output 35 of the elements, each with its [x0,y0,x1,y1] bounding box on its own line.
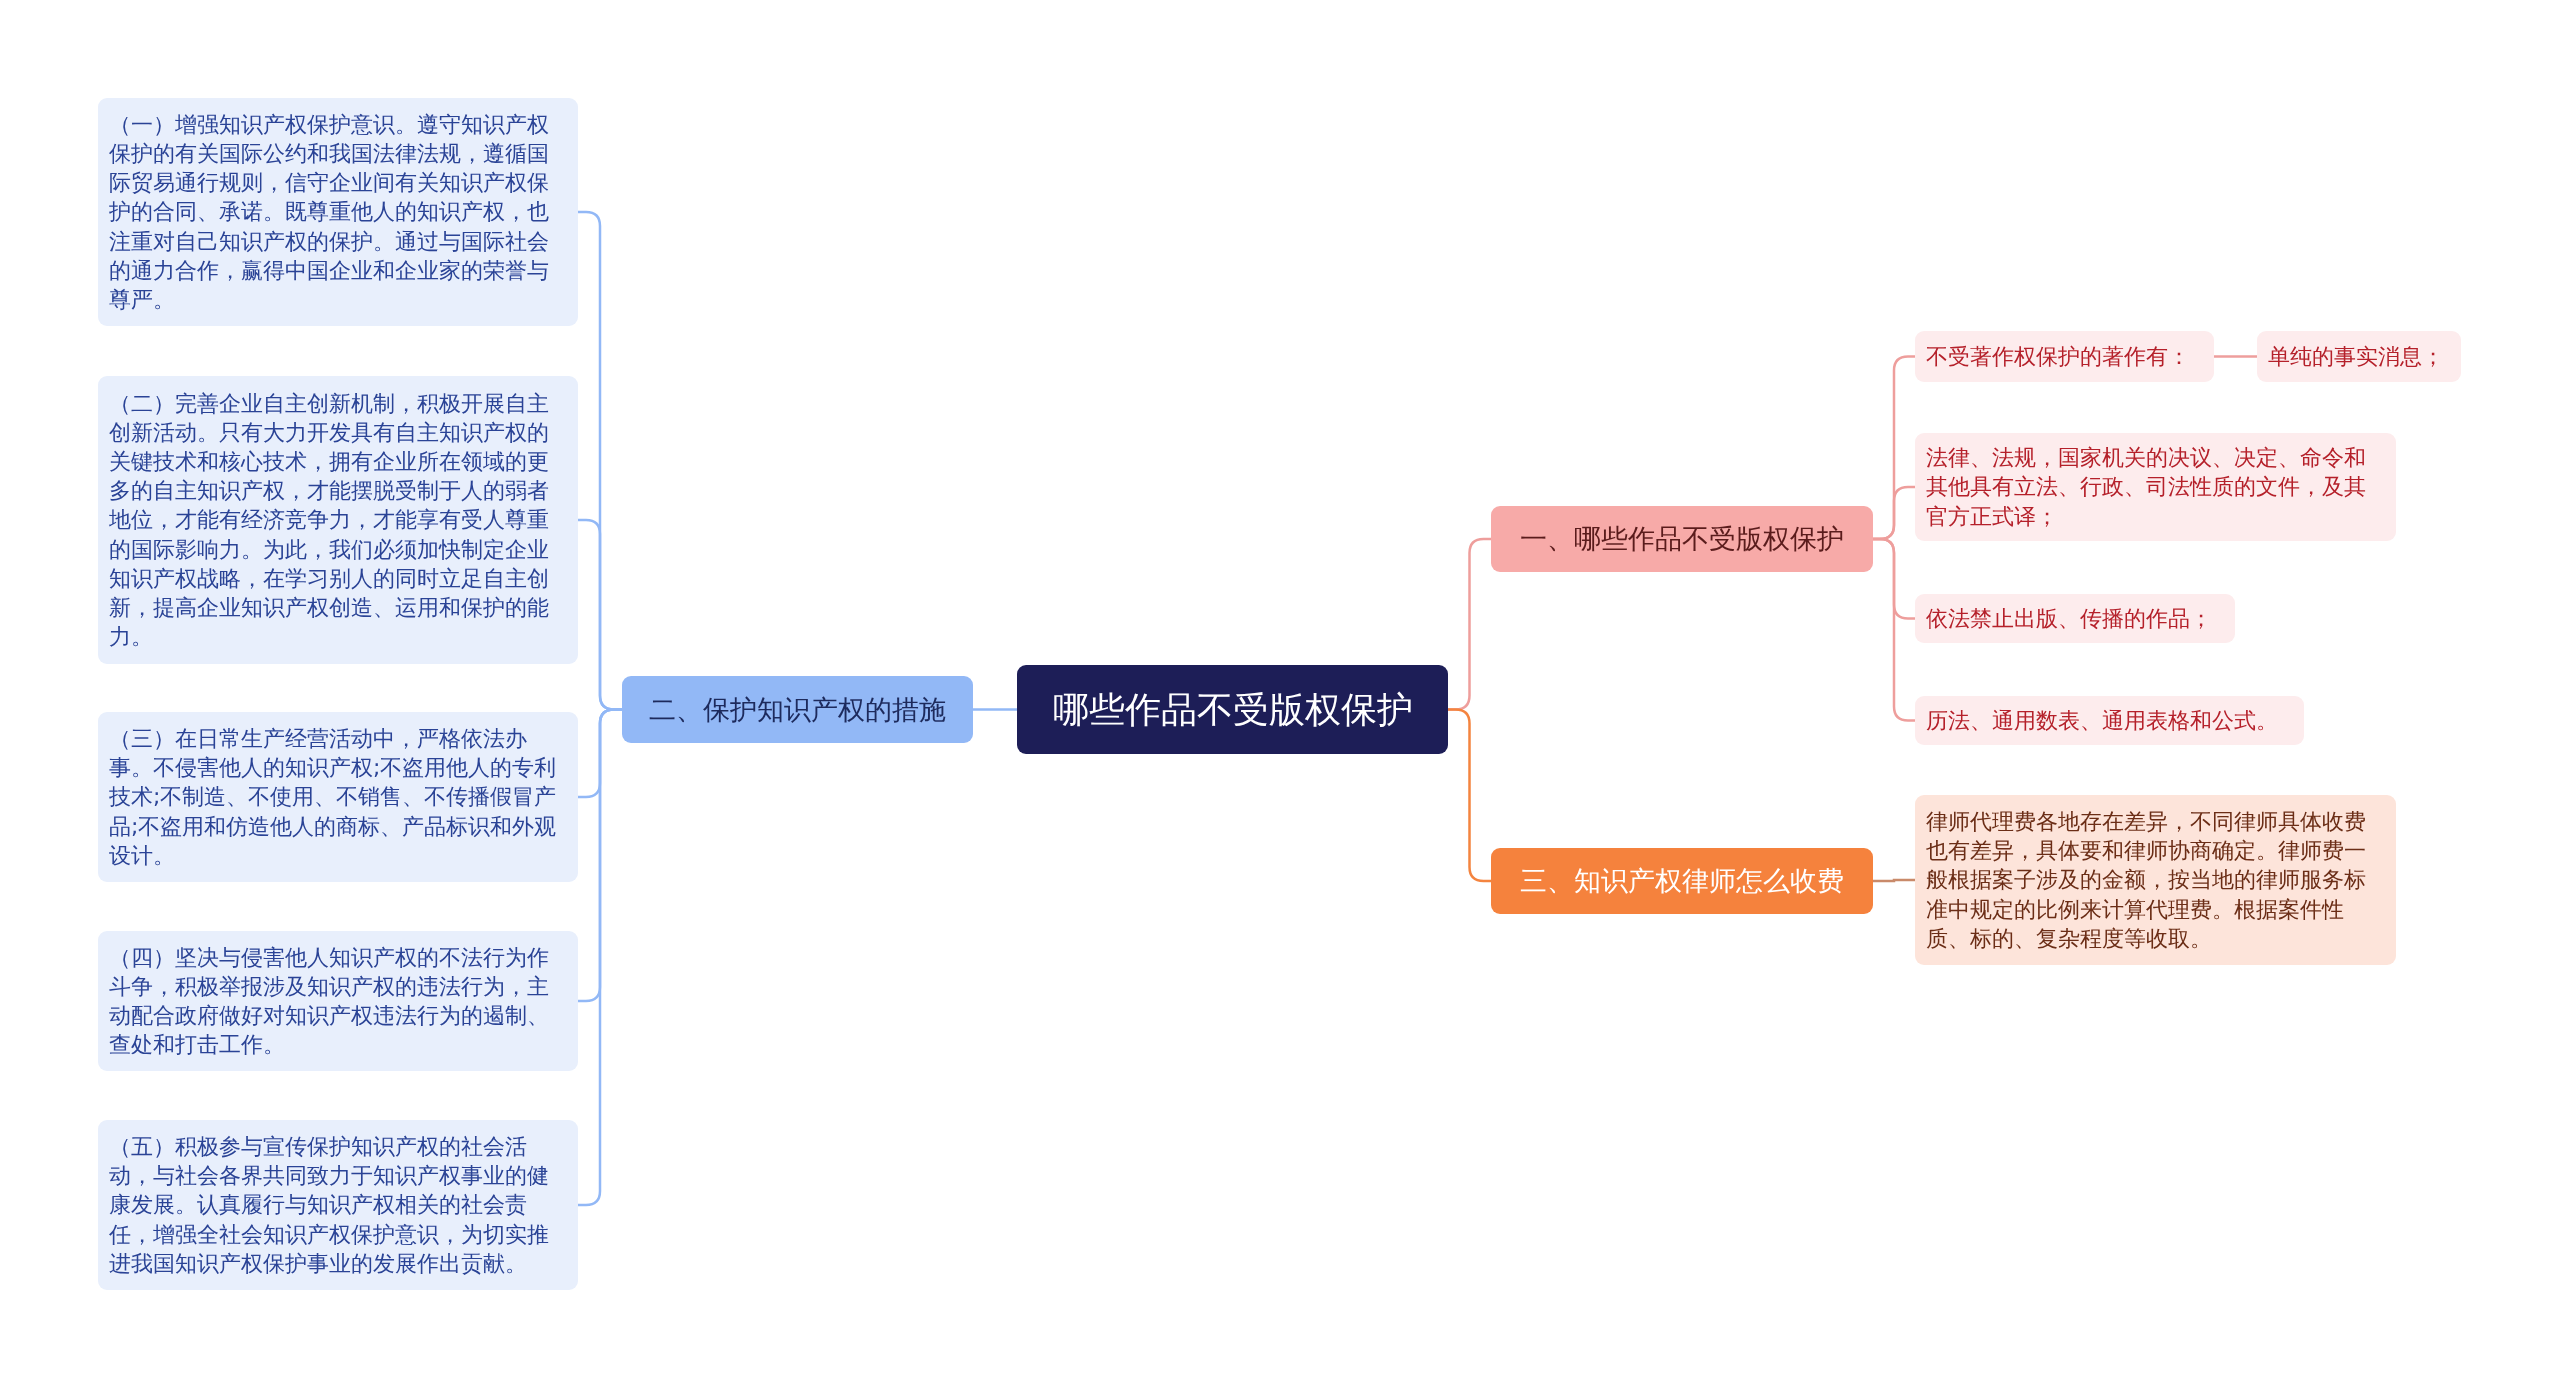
connector-line [1448,708,1491,883]
subtopic-box [98,98,578,326]
subtopic-text: （二）完善企业自主创新机制，积极开展自主创新活动。只有大力开发具有自主知识产权的关键技术和核心技术，拥有企业所在领域的更多的自主知识产权，才能摆脱受制于人的弱者地位，才能有经济竞争力，才能享有受人尊重的国际影响力。为此，我们必须加快制定企业知识产权战略，在学习别人的同时立足自主创新，提高企业知识产权创造、运用和保护的能力。 [109,390,550,651]
subtopic-box [98,712,578,882]
central-topic-box [1017,665,1448,754]
subtopic-text: 不受著作权保护的著作有： [1926,343,2190,371]
subtopic-box [98,376,578,664]
subtopic-text: 历法、通用数表、通用表格和公式。 [1926,707,2278,735]
subtopic-text: 单纯的事实消息； [2268,343,2444,371]
subtopic-box [2257,331,2461,382]
subtopic-box [98,1120,578,1290]
connector-line [2214,355,2257,358]
subtopic-box [98,931,578,1071]
subtopic-box [1915,433,2396,541]
branch-topic-box [1491,506,1873,572]
central-topic-text: 哪些作品不受版权保护 [1052,687,1413,732]
branch-topic-text: 一、哪些作品不受版权保护 [1520,522,1844,557]
branch-topic-box [1491,848,1873,914]
connector-line [1873,878,1915,883]
subtopic-text: 律师代理费各地存在差异，不同律师具体收费也有差异，具体要和律师协商确定。律师费一般根据案子涉及的金额，按当地的律师服务标准中规定的比例来计算代理费。根据案件性质、标的、复杂程度等收取。 [1926,808,2367,953]
subtopic-box [1915,331,2214,382]
subtopic-text: 依法禁止出版、传播的作品； [1926,605,2212,633]
subtopic-text: （三）在日常生产经营活动中，严格依法办事。不侵害他人的知识产权;不盗用他人的专利技术;不制造、不使用、不销售、不传播假冒产品;不盗用和仿造他人的商标、产品标识和外观设计。 [109,725,558,870]
subtopic-text: （四）坚决与侵害他人知识产权的不法行为作斗争，积极举报涉及知识产权的违法行为，主动配合政府做好对知识产权违法行为的遏制、查处和打击工作。 [109,943,550,1060]
branch-topic-box [622,676,973,743]
subtopic-text: （五）积极参与宣传保护知识产权的社会活动，与社会各界共同致力于知识产权事业的健康发展。认真履行与知识产权相关的社会责任，增强全社会知识产权保护意识，为切实推进我国知识产权保护事业的发展作出贡献。 [109,1133,550,1278]
connector-line [1873,537,1915,722]
subtopic-text: （一）增强知识产权保护意识。遵守知识产权保护的有关国际公约和我国法律法规，遵循国际贸易通行规则，信守企业间有关知识产权保护的合同、承诺。既尊重他人的知识产权，也注重对自己知识产权的保护。通过与国际社会的通力合作，赢得中国企业和企业家的荣誉与尊严。 [109,111,550,314]
subtopic-box [1915,594,2235,643]
branch-topic-text: 二、保护知识产权的措施 [649,692,946,727]
connector-line [973,708,1017,711]
subtopic-text: 法律、法规，国家机关的决议、决定、命令和其他具有立法、行政、司法性质的文件，及其官方正式译； [1926,444,2367,531]
branch-topic-text: 三、知识产权律师怎么收费 [1520,864,1844,899]
subtopic-box [1915,696,2304,745]
subtopic-box [1915,795,2396,965]
